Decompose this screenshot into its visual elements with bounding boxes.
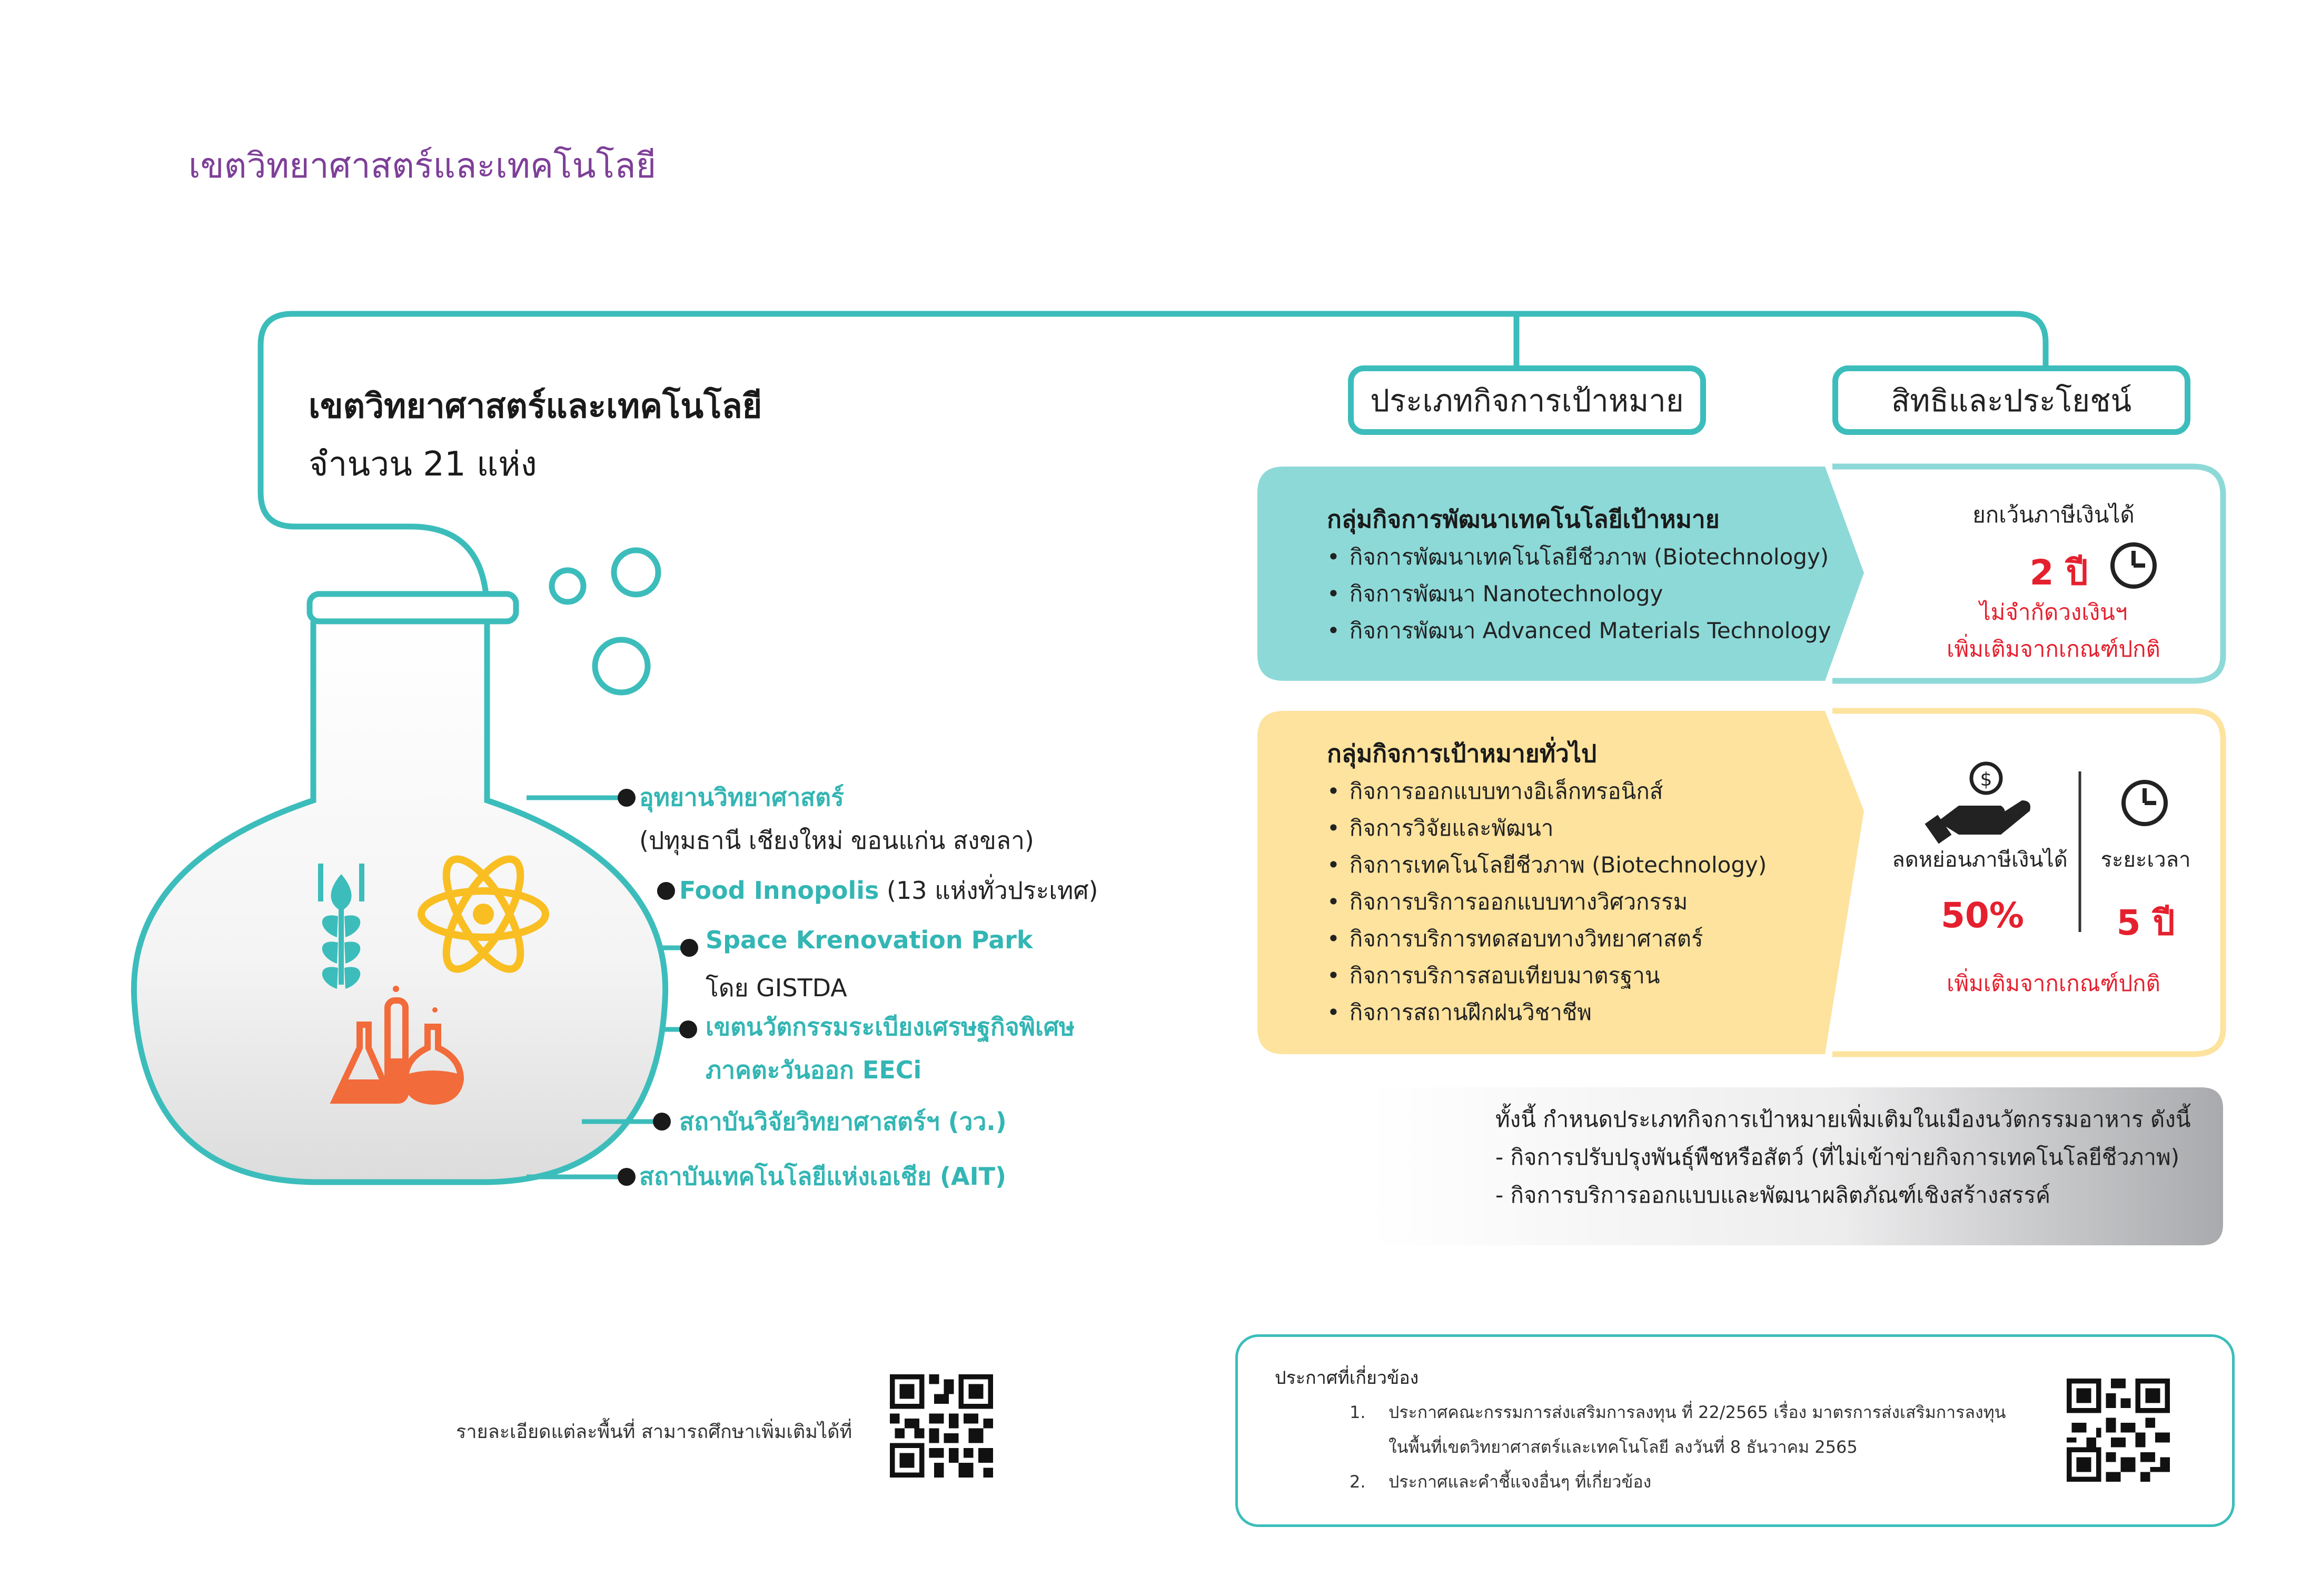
note-item: - กิจการปรับปรุงพันธุ์พืชหรือสัตว์ (ที่ไ… [1495,1144,2180,1170]
note-item: - กิจการบริการออกแบบและพัฒนาผลิตภัณฑ์เชิ… [1495,1182,2051,1208]
wheat-icon [318,864,364,989]
page-title: เขตวิทยาศาสตร์และเทคโนโลยี [189,145,657,186]
location-bullet [653,1113,671,1131]
group1-benefit-note2: เพิ่มเติมจากเกณฑ์ปกติ [1947,636,2160,662]
zone-title: เขตวิทยาศาสตร์และเทคโนโลยี [309,387,762,426]
location-item: Space Krenovation Park [706,926,1033,954]
group2-benefit-value-right: 5 ปี [2116,903,2175,943]
list-item: กิจการบริการสอบเทียบมาตรฐาน [1327,957,1767,994]
location-detail-text: โดย GISTDA [706,974,847,1002]
lab-flasks-icon [330,986,464,1105]
location-bullet [679,1020,697,1038]
group2-benefit-label-right: ระยะเวลา [2100,848,2191,872]
header-benefits: สิทธิและประโยชน์ [1832,365,2190,435]
header-target-activities-label: ประเภทกิจการเป้าหมาย [1370,382,1684,419]
group2-benefit-note: เพิ่มเติมจากเกณฑ์ปกติ [1947,970,2160,996]
location-item: สถาบันเทคโนโลยีแห่งเอเชีย (AIT) [639,1157,1006,1196]
atom-icon [418,855,549,973]
location-bullet [680,939,698,957]
location-item: สถาบันวิจัยวิทยาศาสตร์ฯ (วว.) [679,1103,1007,1141]
location-item: เขตนวัตกรรมระเบียงเศรษฐกิจพิเศษ [706,1008,1075,1046]
location-item: อุทยานวิทยาศาสตร์ [639,778,844,817]
bubble-large [592,637,651,696]
list-item: กิจการพัฒนา Nanotechnology [1327,576,1831,612]
announcement-link[interactable]: ประกาศคณะกรรมการส่งเสริมการลงทุน ที่ 22/… [1388,1402,2006,1422]
announcement-link[interactable]: ประกาศและคำชี้แจงอื่นๆ ที่เกี่ยวข้อง [1388,1472,1652,1492]
location-detail-text: (ปทุมธานี เชียงใหม่ ขอนแก่น สงขลา) [639,826,1034,855]
group1-title: กลุ่มกิจการพัฒนาเทคโนโลยีเป้าหมาย [1327,505,1720,533]
group2-list: กิจการออกแบบทางอิเล็กทรอนิกส์ กิจการวิจั… [1327,773,1767,1031]
announcement-number: 2. [1350,1472,1366,1492]
svg-text:$: $ [1980,769,1992,790]
bubble-medium [611,547,661,598]
group2-benefit-label-left: ลดหย่อนภาษีเงินได้ [1892,848,2068,872]
announcement-link-cont[interactable]: ในพื้นที่เขตวิทยาศาสตร์และเทคโนโลยี ลงวั… [1388,1437,1858,1457]
location-name: สถาบันวิจัยวิทยาศาสตร์ฯ (วว.) [679,1107,1007,1136]
list-item: กิจการบริการทดสอบทางวิทยาศาสตร์ [1327,920,1767,957]
location-bullet [618,789,636,807]
group1-content: กลุ่มกิจการพัฒนาเทคโนโลยีเป้าหมาย กิจการ… [1327,500,1831,649]
bubble-small [549,567,587,605]
location-name: เขตนวัตกรรมระเบียงเศรษฐกิจพิเศษ [706,1013,1075,1041]
group2-content: กลุ่มกิจการเป้าหมายทั่วไป กิจการออกแบบทา… [1327,735,1767,1031]
group1-list: กิจการพัฒนาเทคโนโลยีชีวภาพ (Biotechnolog… [1327,539,1831,649]
announcements-title: ประกาศที่เกี่ยวข้อง [1275,1367,1419,1389]
hand-coin-icon: $ [1925,761,2030,844]
announcement-number: 1. [1350,1402,1366,1422]
location-bullet [618,1168,636,1186]
group2-benefit-box [1832,708,2226,1057]
qr-code-icon[interactable] [2067,1379,2170,1482]
list-item: กิจการพัฒนาเทคโนโลยีชีวภาพ (Biotechnolog… [1327,539,1831,576]
group1-benefit-note1: ไม่จำกัดวงเงินฯ [1979,599,2128,625]
group1-benefit-years: 2 ปี [2029,552,2088,593]
clock-icon [2110,542,2157,589]
location-bullet [657,882,675,900]
details-text: รายละเอียดแต่ละพื้นที่ สามารถศึกษาเพิ่มเ… [456,1421,852,1443]
flask-neck-rim [306,591,519,624]
zone-count: จำนวน 21 แห่ง [309,445,537,484]
header-benefits-label: สิทธิและประโยชน์ [1891,382,2132,419]
note-box [1369,1087,2223,1245]
group2-benefit-value-left: 50% [1941,895,2024,936]
location-name: Space Krenovation Park [706,926,1033,954]
qr-code-icon[interactable] [890,1374,993,1478]
location-detail: ภาคตะวันออก EECi [706,1051,921,1089]
flask-body [131,621,669,1185]
list-item: กิจการพัฒนา Advanced Materials Technolog… [1327,612,1831,649]
additional-activities-note: ทั้งนี้ กำหนดประเภทกิจการเป้าหมายเพิ่มเต… [1495,1101,2191,1214]
list-item: กิจการออกแบบทางอิเล็กทรอนิกส์ [1327,773,1767,810]
location-detail-text: ภาคตะวันออก EECi [706,1056,922,1084]
location-name: อุทยานวิทยาศาสตร์ [639,783,844,811]
location-detail: (ปทุมธานี เชียงใหม่ ขอนแก่น สงขลา) [639,821,1034,860]
location-detail: โดย GISTDA [706,969,847,1007]
list-item: กิจการวิจัยและพัฒนา [1327,810,1767,847]
list-item: กิจการสถานฝึกฝนวิชาชีพ [1327,994,1767,1031]
location-detail-text: (13 แห่งทั่วประเทศ) [887,876,1098,905]
group1-benefit-box [1832,463,2226,684]
group2-title: กลุ่มกิจการเป้าหมายทั่วไป [1327,739,1597,768]
location-item: Food Innopolis (13 แห่งทั่วประเทศ) [679,871,1098,910]
list-item: กิจการเทคโนโลยีชีวภาพ (Biotechnology) [1327,847,1767,884]
location-name: สถาบันเทคโนโลยีแห่งเอเชีย (AIT) [639,1162,1007,1191]
header-target-activities: ประเภทกิจการเป้าหมาย [1348,365,1706,435]
list-item: กิจการบริการออกแบบทางวิศวกรรม [1327,884,1767,920]
frame-outline [257,311,2049,801]
location-name: Food Innopolis [679,876,879,905]
note-intro: ทั้งนี้ กำหนดประเภทกิจการเป้าหมายเพิ่มเต… [1495,1106,2191,1132]
group1-benefit-label: ยกเว้นภาษีเงินได้ [1972,502,2135,528]
clock-icon-2 [2121,780,2168,826]
